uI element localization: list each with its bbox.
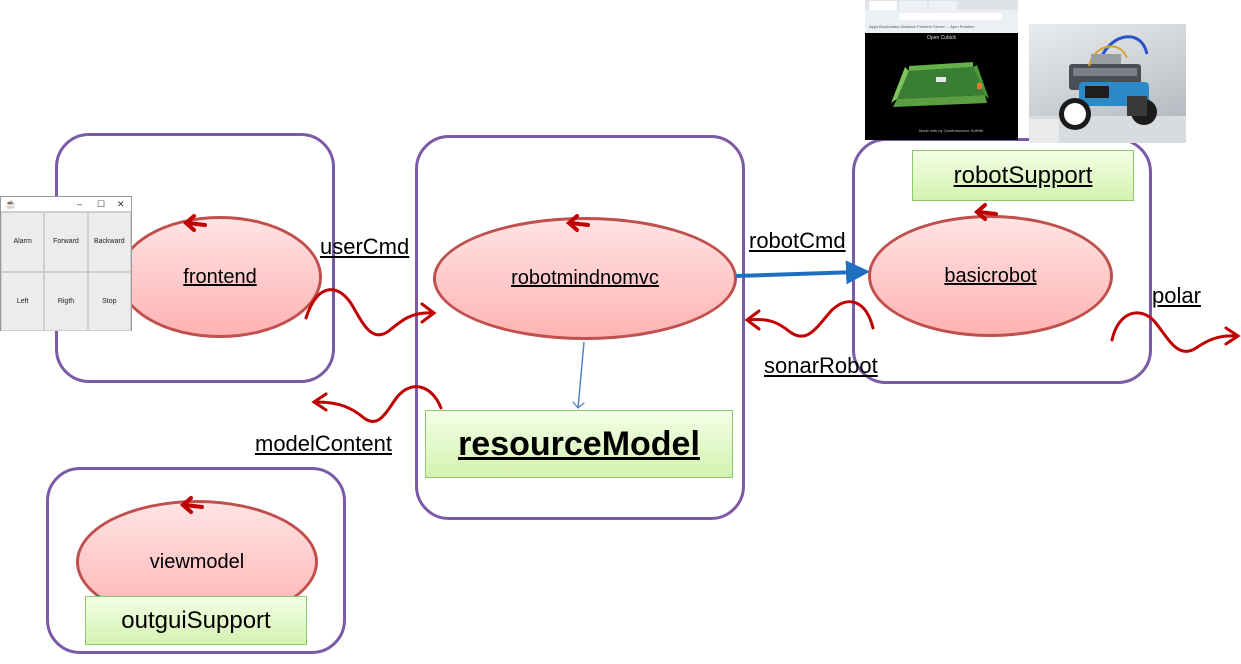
frontend-label: frontend bbox=[183, 265, 257, 288]
backward-button[interactable]: Backward bbox=[87, 212, 131, 272]
modelcontent-label: modelContent bbox=[255, 431, 392, 456]
viewmodel-loop-arrow bbox=[179, 496, 204, 514]
modelcontent-event-arrow bbox=[311, 385, 443, 423]
model-update-arrow bbox=[578, 341, 585, 408]
java-app-icon: ☕ bbox=[5, 199, 17, 209]
scene-title: Open Cubick bbox=[927, 35, 956, 41]
basicrobot-label: basicrobot bbox=[944, 264, 1037, 287]
viewmodel-label: viewmodel bbox=[149, 550, 245, 573]
polar-event-arrow bbox=[1110, 311, 1241, 353]
browser-chrome: Apps Bookmarks Distance Problem Server .… bbox=[865, 0, 1018, 33]
browser-tab bbox=[869, 1, 897, 10]
virtual-env-screenshot: Apps Bookmarks Distance Problem Server .… bbox=[865, 0, 1018, 140]
left-button[interactable]: Left bbox=[1, 271, 45, 331]
sonarrobot-label: sonarRobot bbox=[764, 353, 878, 378]
forward-button[interactable]: Forward bbox=[44, 212, 88, 272]
right-button[interactable]: Rigth bbox=[44, 271, 88, 331]
bookmarks-bar: Apps Bookmarks Distance Problem Server .… bbox=[869, 24, 975, 29]
gui-title-bar: ☕ – ☐ ✕ bbox=[1, 197, 131, 212]
sonarrobot-event-arrow bbox=[744, 300, 875, 338]
frontend-gui-window: ☕ – ☐ ✕ Alarm Forward Backward Left Rigt… bbox=[0, 196, 132, 331]
gui-button-grid: Alarm Forward Backward Left Rigth Stop bbox=[1, 212, 131, 331]
basicrobot-actor: basicrobot bbox=[868, 215, 1113, 337]
stop-button[interactable]: Stop bbox=[87, 271, 131, 331]
address-bar bbox=[899, 13, 1002, 20]
browser-tab bbox=[899, 1, 927, 10]
close-icon[interactable]: ✕ bbox=[117, 199, 125, 209]
robot-support-label: robotSupport bbox=[953, 161, 1093, 189]
resource-model-label: resourceModel bbox=[458, 424, 700, 463]
alarm-button[interactable]: Alarm bbox=[1, 212, 45, 272]
robot-illustration bbox=[1029, 35, 1186, 143]
robotmind-loop-arrow bbox=[565, 214, 590, 232]
virtual-room-3d bbox=[891, 62, 989, 107]
polar-label: polar bbox=[1152, 283, 1201, 308]
usercmd-event-arrow bbox=[304, 288, 437, 337]
resource-model-box: resourceModel bbox=[425, 410, 733, 478]
physical-robot-photo bbox=[1029, 24, 1186, 143]
robot-support-box: robotSupport bbox=[912, 150, 1134, 201]
robotcmd-label: robotCmd bbox=[749, 228, 846, 253]
usercmd-label: userCmd bbox=[320, 234, 410, 259]
minimize-icon[interactable]: – bbox=[77, 199, 83, 209]
robotmindnomvc-label: robotmindnomvc bbox=[511, 267, 659, 289]
robotcmd-dispatch-arrow bbox=[735, 260, 870, 285]
browser-tab bbox=[929, 1, 957, 10]
browser-tabs bbox=[865, 0, 1018, 10]
robotmindnomvc-actor: robotmindnomvc bbox=[433, 217, 737, 340]
maximize-icon[interactable]: ☐ bbox=[97, 199, 106, 209]
outgui-support-label: outguiSupport bbox=[121, 606, 271, 634]
basicrobot-loop-arrow bbox=[973, 203, 998, 221]
frontend-loop-arrow bbox=[182, 214, 207, 232]
outgui-support-box: outguiSupport bbox=[85, 596, 307, 645]
scene-footer: Made with by Gianfrancesco Soffritti bbox=[919, 128, 983, 133]
